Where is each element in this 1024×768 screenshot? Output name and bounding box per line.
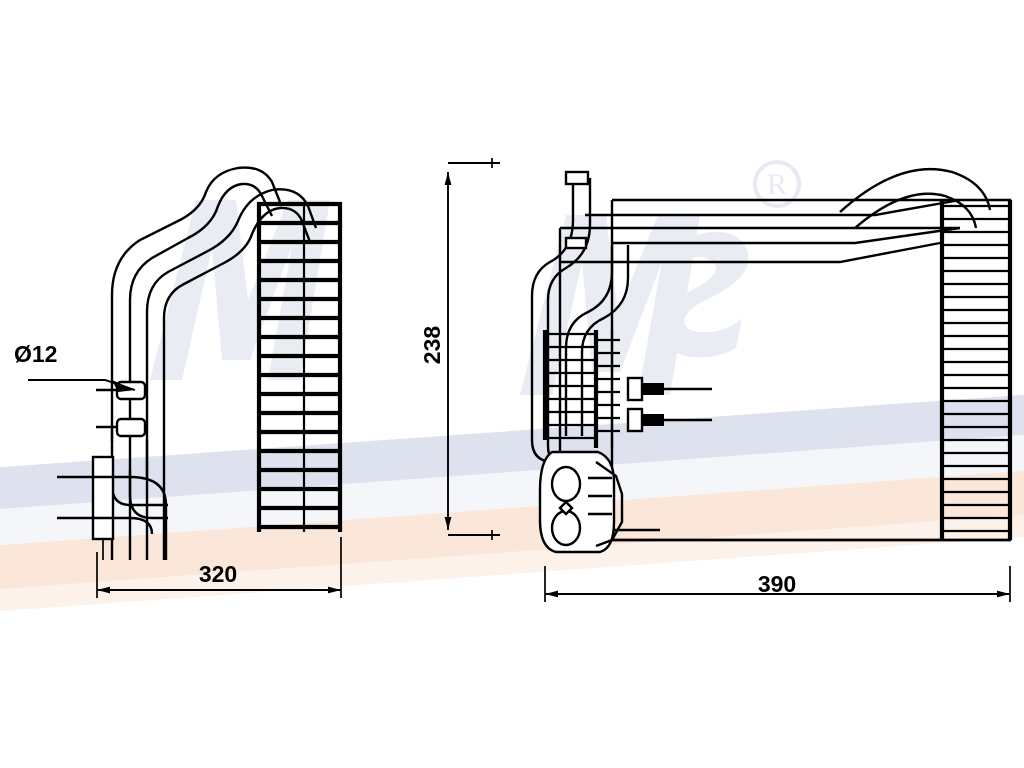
- diameter-callout-label: Ø12: [14, 341, 57, 367]
- right-view-connector-stub-upper: [626, 376, 712, 402]
- height-dimension-line: [444, 158, 500, 540]
- diameter-callout: [28, 379, 136, 392]
- right-view-connector-stub-lower: [626, 407, 712, 433]
- left-width-dimension-line: [96, 537, 342, 598]
- left-width-dimension-label: 320: [199, 561, 237, 587]
- left-view-fin-block: [256, 201, 343, 532]
- left-view-tube-bundle: [110, 166, 318, 560]
- watermark-band-white: [0, 434, 1024, 546]
- watermark-band-peach: [0, 470, 1024, 590]
- right-width-dimension-line: [544, 566, 1011, 602]
- right-view-fin-pack: [939, 200, 1013, 540]
- registered-trademark-icon: R: [753, 160, 801, 208]
- watermark-band-blue: [0, 394, 1024, 510]
- left-view-port-stub-lower: [96, 417, 147, 438]
- height-dimension-label: 238: [419, 326, 445, 365]
- right-view-left-fin-pack: [542, 330, 620, 448]
- right-width-dimension-label: 390: [758, 571, 796, 597]
- svg-text:R: R: [767, 168, 787, 201]
- left-view-mounting-flange: [57, 455, 168, 560]
- right-view-port-flange: [538, 450, 660, 554]
- right-view-top-arch-pipe: [839, 168, 992, 229]
